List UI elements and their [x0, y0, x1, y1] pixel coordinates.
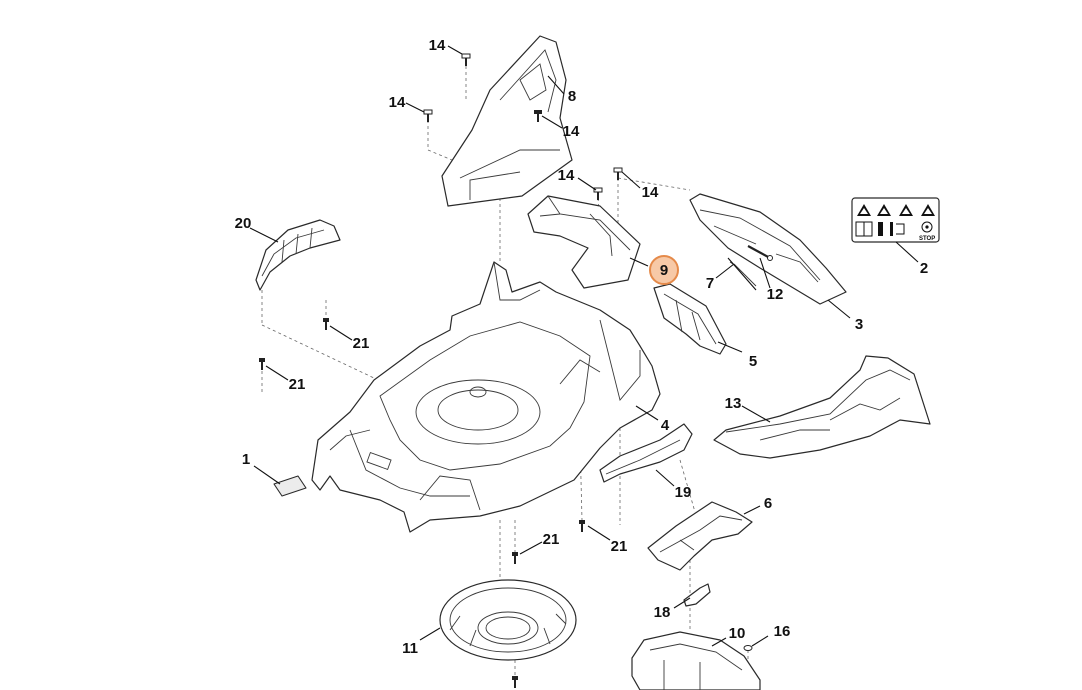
part-4-mower-deck[interactable]	[311, 261, 661, 533]
callout-3-label: 3	[855, 316, 863, 333]
screw-icon	[512, 676, 518, 688]
callout-11-label: 11	[402, 640, 418, 657]
screws	[259, 53, 623, 688]
screw-icon	[461, 53, 471, 66]
screw-icon	[613, 167, 623, 180]
leader-lines	[249, 45, 919, 647]
screw-icon	[512, 552, 518, 564]
part-3-catcher-lid[interactable]	[689, 193, 847, 305]
callout-8-label: 8	[568, 88, 576, 105]
callout-14-label: 14	[642, 184, 659, 201]
callout-12-label: 12	[767, 286, 784, 303]
callout-19-label: 19	[675, 484, 692, 501]
screw-icon	[323, 318, 329, 330]
callout-7-label: 7	[706, 275, 714, 292]
callout-5-label: 5	[749, 353, 757, 370]
screw-icon	[534, 110, 542, 122]
part-10-chassis-segment[interactable]	[631, 631, 761, 690]
person-distance-icon	[878, 222, 905, 236]
callout-14-label: 14	[429, 37, 446, 54]
callout-1-label: 1	[242, 451, 250, 468]
callout-10-label: 10	[729, 625, 746, 642]
part-16-washer[interactable]	[743, 645, 753, 651]
callout-13-label: 13	[725, 395, 742, 412]
screw-icon	[259, 358, 265, 370]
callout-21-label: 21	[611, 538, 628, 555]
callout-18-label: 18	[654, 604, 671, 621]
callout-9-label: 9	[660, 262, 668, 279]
callout-21-label: 21	[543, 531, 560, 548]
part-1-label-plate[interactable]	[273, 475, 307, 497]
callout-6-label: 6	[764, 495, 772, 512]
callout-14-label: 14	[563, 123, 580, 140]
manual-icon	[855, 221, 873, 237]
callout-2-label: 2	[920, 260, 928, 277]
callout-21-label: 21	[289, 376, 306, 393]
part-13-chute-channel[interactable]	[713, 355, 931, 459]
callout-labels: 14 14 14 14 14 8 20 21 21 1 4 7 12 2 3 5…	[235, 37, 929, 657]
stop-icon: STOP	[919, 221, 935, 242]
part-18-clip[interactable]	[683, 583, 711, 607]
screw-icon	[423, 109, 433, 122]
callout-20-label: 20	[235, 215, 252, 232]
callout-14-label: 14	[558, 167, 575, 184]
part-7-spring[interactable]	[727, 257, 757, 291]
part-5-catcher-flap[interactable]	[653, 283, 727, 355]
callout-21-label: 21	[353, 335, 370, 352]
warning-triangle-icon	[857, 204, 935, 216]
screw-icon	[593, 187, 603, 200]
part-2-warning-decal: STOP	[851, 197, 940, 243]
part-20-trim-strip[interactable]	[255, 219, 341, 291]
part-8-rear-cover[interactable]	[441, 35, 573, 207]
part-6-guide-plate[interactable]	[647, 501, 753, 571]
callout-9-highlight[interactable]: 9	[649, 255, 679, 285]
part-12-pin[interactable]	[747, 245, 773, 261]
screw-icon	[579, 520, 585, 532]
part-19-side-strip[interactable]	[599, 423, 693, 483]
callout-14-label: 14	[389, 94, 406, 111]
decal-stop-label: STOP	[919, 236, 935, 242]
callout-4-label: 4	[661, 417, 670, 434]
part-11-blade-guard[interactable]	[439, 579, 577, 661]
callout-16-label: 16	[774, 623, 791, 640]
part-9-flap-bracket[interactable]	[527, 195, 641, 289]
